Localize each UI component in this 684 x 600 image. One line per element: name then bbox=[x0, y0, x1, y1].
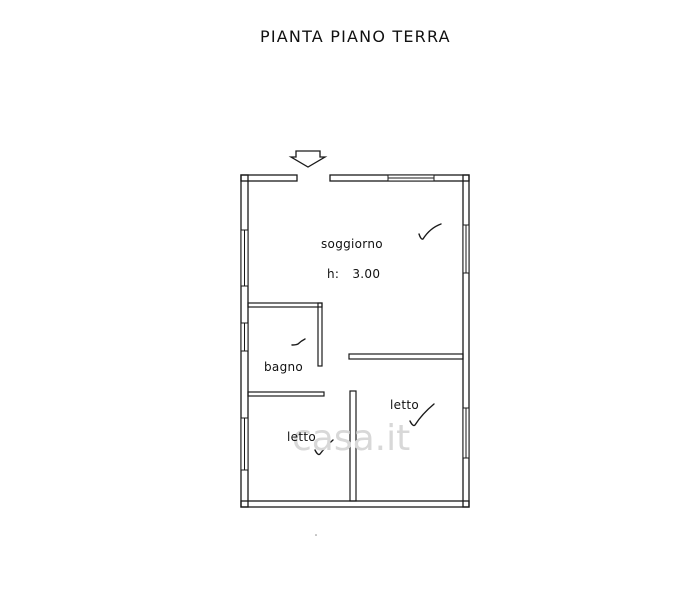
checkmark-icon bbox=[291, 338, 306, 346]
wall-top-left bbox=[240, 174, 298, 182]
wall-bagno-right bbox=[317, 302, 323, 367]
wall-letto-right-top bbox=[348, 353, 464, 360]
checkmark-icon bbox=[418, 223, 442, 240]
stray-mark bbox=[315, 534, 317, 536]
room-label-bagno: bagno bbox=[264, 360, 304, 374]
checkmarks bbox=[291, 223, 442, 456]
wall-bagno-bottom bbox=[247, 391, 325, 397]
watermark: casa.it bbox=[292, 418, 411, 459]
plan-title: PIANTA PIANO TERRA bbox=[260, 27, 451, 46]
room-height: h: 3.00 bbox=[327, 263, 380, 282]
checkmark-icon bbox=[314, 439, 334, 456]
room-label-letto-left: letto bbox=[287, 430, 316, 444]
room-label-letto-right: letto bbox=[390, 398, 419, 412]
interior-walls bbox=[247, 302, 464, 502]
checkmark-icon bbox=[409, 403, 435, 427]
windows bbox=[240, 174, 470, 471]
room-height-value: 3.00 bbox=[352, 267, 381, 281]
wall-letto-partition bbox=[349, 390, 357, 502]
room-label-soggiorno: soggiorno bbox=[321, 237, 383, 251]
wall-bagno-top bbox=[247, 302, 323, 308]
room-height-label: h: bbox=[327, 267, 340, 281]
entrance-arrow-icon bbox=[288, 150, 328, 168]
wall-bottom bbox=[240, 500, 470, 508]
